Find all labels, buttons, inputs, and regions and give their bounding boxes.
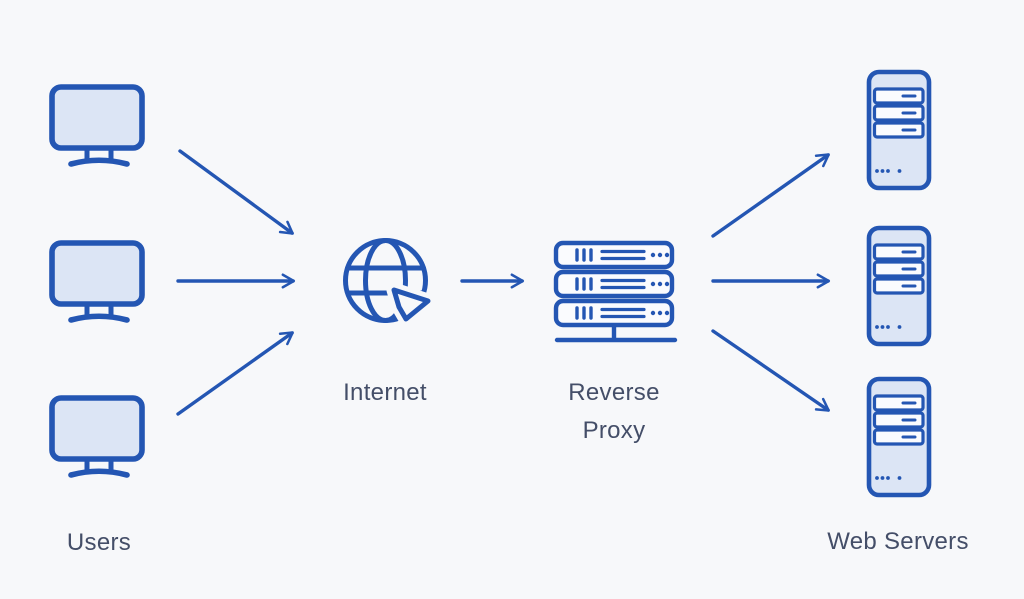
reverse-proxy-label-line2: Proxy	[582, 417, 646, 444]
monitor-icon	[49, 240, 145, 323]
arrow-user1-internet	[178, 149, 294, 235]
globe-cursor-icon	[343, 238, 432, 326]
server-tower-icon	[866, 376, 932, 498]
arrow-proxy-server1	[711, 153, 830, 238]
internet-label: Internet	[343, 379, 427, 406]
monitor-icon	[49, 84, 145, 167]
reverse-proxy-label: Reverse Proxy	[544, 374, 684, 450]
reverse-proxy-label-line1: Reverse	[568, 379, 660, 406]
monitor-icon	[49, 395, 145, 478]
arrow-proxy-server3	[711, 329, 830, 412]
web-servers-label: Web Servers	[827, 528, 969, 555]
server-tower-icon	[866, 69, 932, 191]
users-label: Users	[66, 529, 132, 556]
server-tower-icon	[866, 225, 932, 347]
server-rack-icon	[553, 240, 678, 343]
arrow-user3-internet	[176, 331, 294, 416]
